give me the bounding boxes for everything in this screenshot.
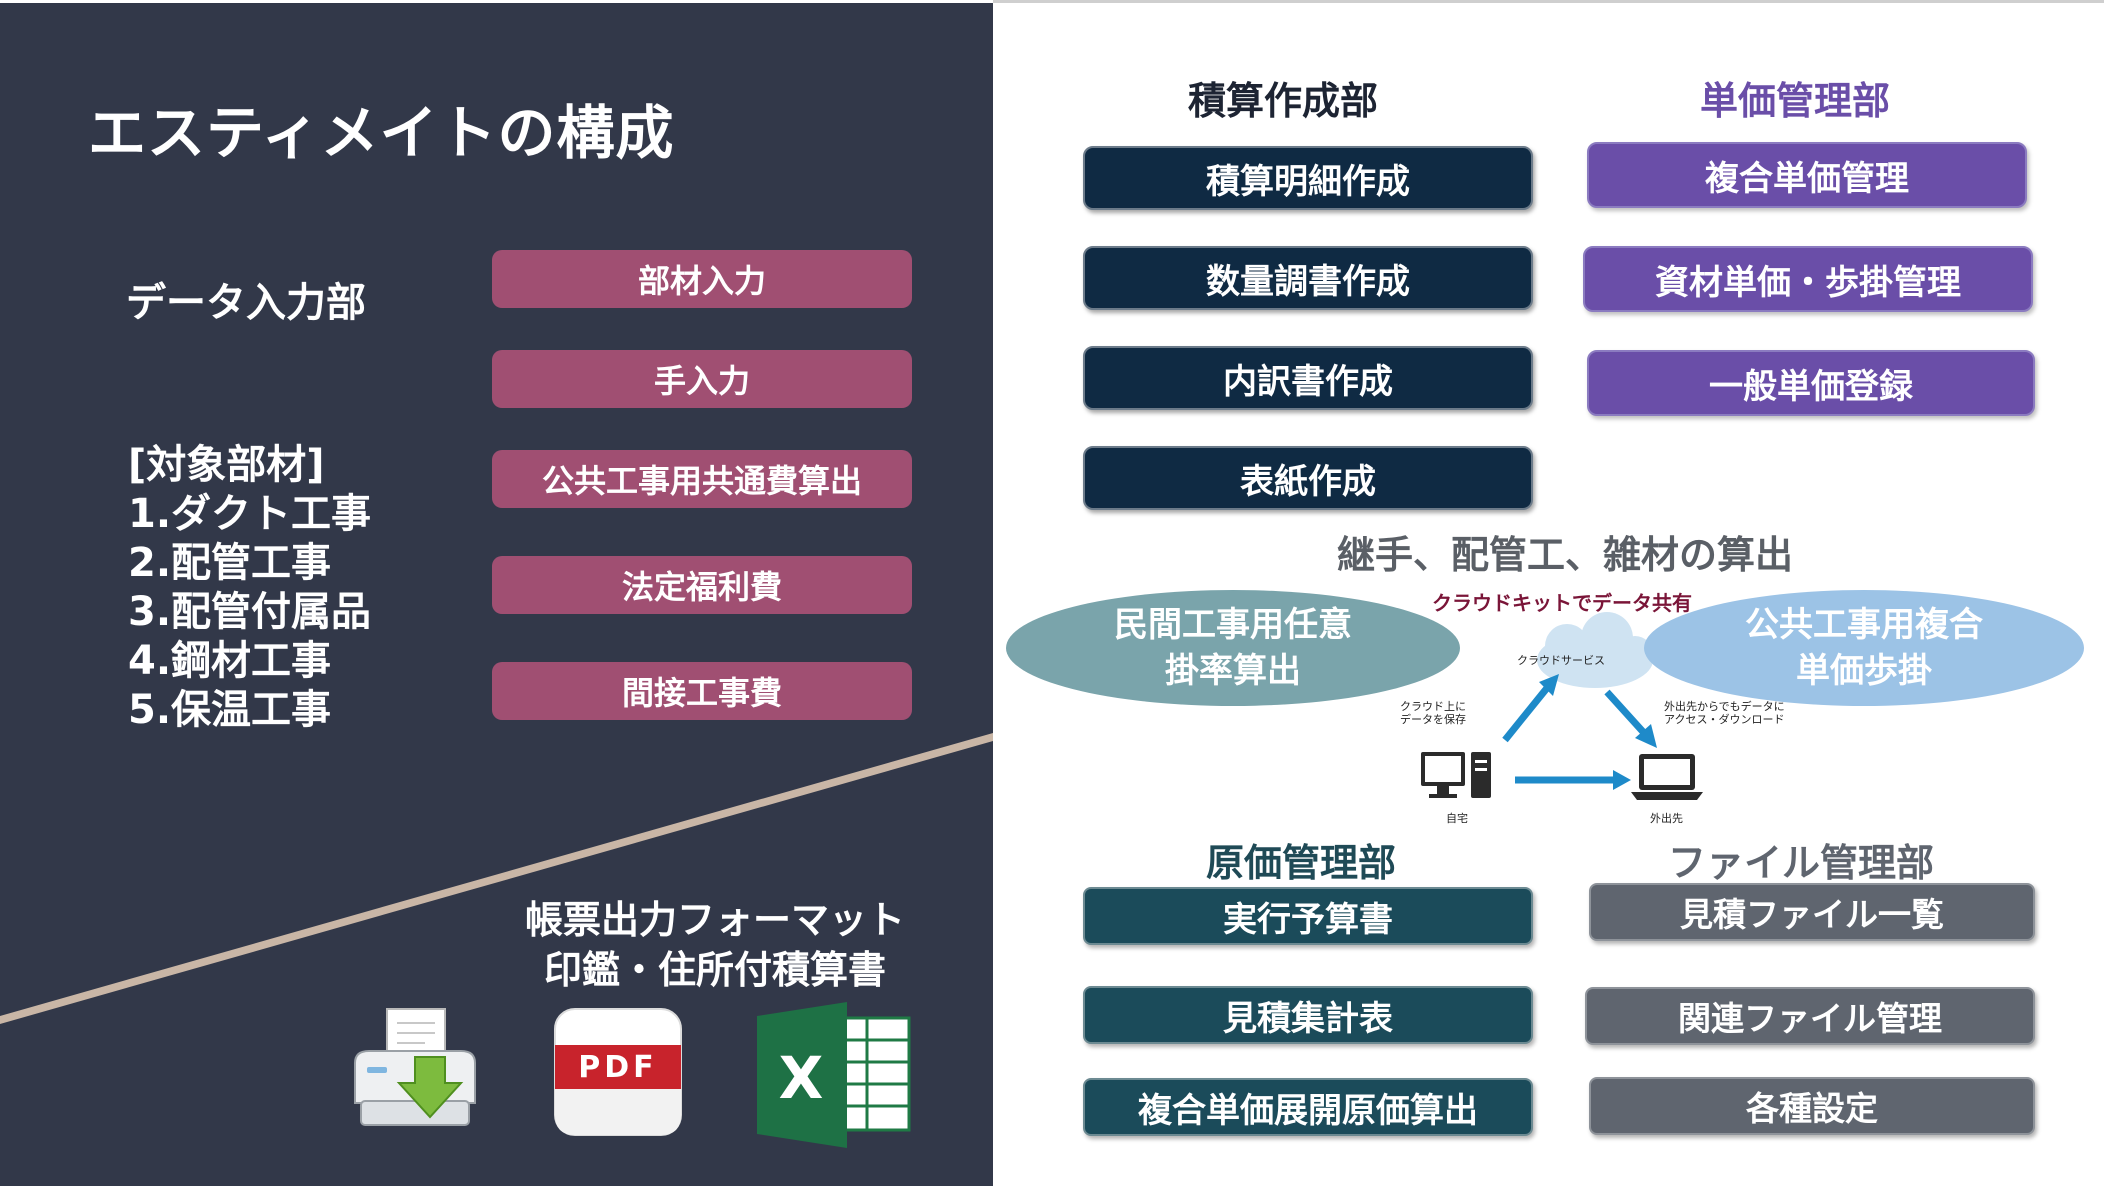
fitting-calc-label: 継手、配管工、雑材の算出 bbox=[1337, 533, 1794, 577]
laptop-icon bbox=[1631, 754, 1703, 800]
target-item: 4.鋼材工事 bbox=[128, 638, 332, 684]
output-line-1: 帳票出力フォーマット bbox=[524, 898, 905, 942]
target-item: 3.配管付属品 bbox=[128, 589, 372, 635]
estimate-file-list-button[interactable]: 見積ファイル一覧 bbox=[1589, 883, 2035, 941]
manual-input-button[interactable]: 手入力 bbox=[492, 350, 912, 408]
estimate-detail-button[interactable]: 積算明細作成 bbox=[1083, 146, 1533, 210]
top-divider bbox=[993, 0, 2104, 3]
output-format-label: 帳票出力フォーマット 印鑑・住所付積算書 bbox=[490, 895, 940, 995]
cloud-diagram bbox=[1421, 612, 1703, 800]
cloud-service-label: クラウドサービス bbox=[1517, 654, 1605, 667]
cloud-caption: クラウドキットでデータ共有 bbox=[1432, 591, 1692, 615]
page-title: エスティメイトの構成 bbox=[88, 99, 675, 167]
home-label: 自宅 bbox=[1446, 812, 1468, 825]
quantity-report-button[interactable]: 数量調書作成 bbox=[1083, 246, 1533, 310]
desktop-pc-icon bbox=[1421, 752, 1491, 798]
file-section-title: ファイル管理部 bbox=[1668, 841, 1935, 885]
target-item: 1.ダクト工事 bbox=[128, 491, 372, 537]
target-item: 2.配管工事 bbox=[128, 540, 332, 586]
breakdown-report-button[interactable]: 内訳書作成 bbox=[1083, 346, 1533, 410]
unit-price-section-title: 単価管理部 bbox=[1700, 79, 1891, 123]
indirect-cost-button[interactable]: 間接工事費 bbox=[492, 662, 912, 720]
estimate-summary-button[interactable]: 見積集計表 bbox=[1083, 986, 1533, 1044]
download-note: 外出先からでもデータに アクセス・ダウンロード bbox=[1664, 700, 1785, 726]
general-unit-price-button[interactable]: 一般単価登録 bbox=[1587, 350, 2035, 416]
related-file-button[interactable]: 関連ファイル管理 bbox=[1585, 987, 2035, 1045]
composite-cost-button[interactable]: 複合単価展開原価算出 bbox=[1083, 1078, 1533, 1136]
outside-label: 外出先 bbox=[1650, 812, 1683, 825]
data-input-label: データ入力部 bbox=[126, 280, 366, 326]
target-list-title: [対象部材] bbox=[128, 442, 325, 488]
estimate-section-title: 積算作成部 bbox=[1188, 79, 1379, 123]
material-input-button[interactable]: 部材入力 bbox=[492, 250, 912, 308]
public-common-cost-button[interactable]: 公共工事用共通費算出 bbox=[492, 450, 912, 508]
output-line-2: 印鑑・住所付積算書 bbox=[543, 948, 886, 992]
execution-budget-button[interactable]: 実行予算書 bbox=[1083, 887, 1533, 945]
material-unit-price-button[interactable]: 資材単価・歩掛管理 bbox=[1583, 246, 2033, 312]
excel-icon[interactable]: X bbox=[755, 1000, 915, 1150]
public-composite-ellipse: 公共工事用複合 単価歩掛 bbox=[1644, 590, 2084, 706]
composite-unit-price-button[interactable]: 複合単価管理 bbox=[1587, 142, 2027, 208]
diagonal-stripe bbox=[0, 733, 993, 1024]
upload-note: クラウド上に データを保存 bbox=[1400, 700, 1466, 726]
cover-page-button[interactable]: 表紙作成 bbox=[1083, 446, 1533, 510]
private-markup-ellipse: 民間工事用任意 掛率算出 bbox=[1006, 590, 1460, 706]
pdf-icon-text: PDF bbox=[578, 1050, 657, 1085]
legal-welfare-button[interactable]: 法定福利費 bbox=[492, 556, 912, 614]
target-list: [対象部材] 1.ダクト工事 2.配管工事 3.配管付属品 4.鋼材工事 5.保… bbox=[128, 441, 371, 735]
cost-section-title: 原価管理部 bbox=[1206, 841, 1397, 885]
target-item: 5.保温工事 bbox=[128, 687, 332, 733]
excel-icon-text: X bbox=[779, 1044, 824, 1112]
cloud-icon bbox=[1537, 612, 1653, 688]
pdf-icon[interactable]: PDF bbox=[553, 1007, 683, 1137]
printer-icon[interactable] bbox=[345, 1005, 485, 1135]
settings-button[interactable]: 各種設定 bbox=[1589, 1077, 2035, 1135]
